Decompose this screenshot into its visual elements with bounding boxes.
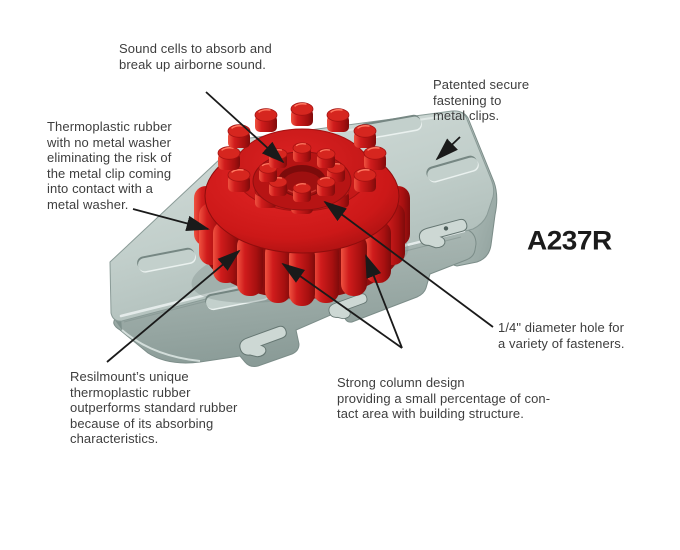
callout-resilmount: Resilmount’s unique thermoplastic rubber… — [70, 369, 238, 447]
annotation-arrows — [106, 91, 494, 363]
arrow-column-right — [365, 254, 403, 349]
callout-patented: Patented secure fastening to metal clips… — [433, 77, 530, 124]
callout-sound-cells: Sound cells to absorb and break up airbo… — [119, 41, 272, 72]
arrow-column-left — [281, 262, 403, 349]
arrow-hole — [323, 200, 494, 328]
arrow-thermoplastic — [132, 208, 210, 232]
channel-slots — [137, 114, 479, 311]
callout-column: Strong column design providing a small p… — [337, 375, 551, 422]
callout-thermoplastic: Thermoplastic rubber with no metal washe… — [47, 119, 172, 212]
channel-hooks — [239, 218, 468, 358]
arrow-patented — [435, 136, 461, 161]
arrow-sound-cells — [205, 91, 285, 164]
model-label: A237R — [527, 225, 612, 256]
rubber-mount-graphic — [194, 101, 410, 306]
callout-hole: 1/4" diameter hole for a variety of fast… — [498, 320, 625, 351]
arrow-resilmount — [106, 249, 241, 363]
